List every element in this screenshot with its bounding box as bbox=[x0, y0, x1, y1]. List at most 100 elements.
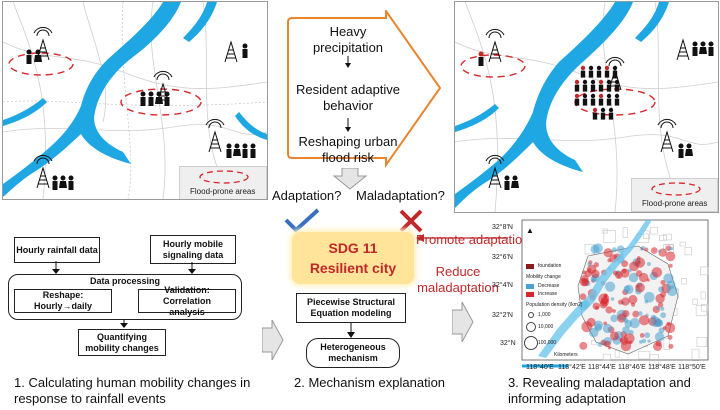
density-bubble bbox=[662, 326, 667, 330]
density-bubble bbox=[639, 340, 643, 344]
density-bubble bbox=[587, 268, 592, 273]
density-bubble bbox=[651, 267, 663, 278]
person-body bbox=[598, 98, 604, 106]
lat-tick: 32°6'N bbox=[492, 254, 513, 261]
density-bubble bbox=[603, 248, 613, 258]
density-bubble bbox=[589, 327, 599, 338]
density-bubble bbox=[637, 260, 641, 264]
mesh-cell bbox=[659, 235, 667, 241]
density-bubble bbox=[607, 258, 612, 263]
lat-tick: 32°8'N bbox=[492, 224, 513, 231]
person-body bbox=[608, 112, 614, 120]
mesh-cell bbox=[602, 228, 608, 234]
person-body bbox=[574, 84, 580, 92]
density-bubble bbox=[657, 302, 664, 308]
top-left-map-panel: Flood-prone areas bbox=[2, 1, 268, 200]
mesh-cell bbox=[700, 304, 709, 312]
density-bubble bbox=[668, 343, 674, 349]
density-bubble bbox=[668, 263, 673, 268]
density-bubble bbox=[611, 247, 617, 253]
lat-tick: 32°N bbox=[500, 340, 516, 347]
person-body bbox=[612, 70, 618, 78]
density-bubble bbox=[660, 306, 665, 311]
density-bubble bbox=[628, 272, 639, 283]
density-bubble bbox=[593, 320, 603, 330]
validation-box: Validation: Correlation analysis bbox=[138, 285, 236, 317]
density-bubble bbox=[632, 310, 640, 318]
density-bubble bbox=[660, 312, 667, 319]
person-head bbox=[590, 93, 596, 99]
density-bubble bbox=[644, 332, 651, 339]
legend-mobility-title: Mobility change bbox=[526, 274, 561, 280]
mesh-cell bbox=[591, 340, 597, 346]
density-bubble bbox=[622, 310, 630, 318]
density-bubble bbox=[598, 293, 610, 305]
density-bubble bbox=[666, 285, 678, 297]
right-arrow-1 bbox=[262, 320, 284, 360]
density-bubble bbox=[605, 281, 616, 292]
lat-tick: 32°2'N bbox=[492, 312, 513, 319]
person-body bbox=[614, 84, 620, 92]
density-bubble bbox=[590, 244, 600, 254]
legend-size-1: 1,000 bbox=[538, 312, 551, 318]
density-bubble bbox=[646, 261, 651, 267]
density-bubble bbox=[612, 309, 616, 313]
maladaptation-question: Maladaptation? bbox=[356, 188, 445, 203]
density-bubble bbox=[616, 245, 625, 253]
density-bubble bbox=[622, 326, 630, 334]
red-arrow bbox=[416, 234, 508, 242]
density-bubble bbox=[618, 299, 624, 305]
signal-tower-icon bbox=[33, 26, 238, 189]
person-body bbox=[596, 70, 602, 78]
mesh-cell bbox=[691, 348, 700, 361]
legend-scale: Kilometers bbox=[554, 352, 578, 358]
density-bubble bbox=[579, 293, 587, 301]
person-body bbox=[582, 84, 588, 92]
density-bubble bbox=[586, 317, 596, 327]
density-bubble bbox=[610, 314, 618, 323]
mesh-cell bbox=[663, 338, 670, 350]
density-bubble bbox=[614, 271, 623, 279]
person-body bbox=[590, 84, 596, 92]
result-map bbox=[521, 219, 709, 368]
density-bubble bbox=[635, 282, 645, 293]
people-icon bbox=[478, 41, 714, 66]
person-head bbox=[612, 65, 618, 71]
person-head bbox=[614, 93, 620, 99]
person-body bbox=[614, 98, 620, 106]
density-bubble bbox=[623, 317, 629, 324]
top-right-map bbox=[455, 2, 718, 212]
people-icon bbox=[504, 143, 693, 190]
density-bubble bbox=[602, 323, 613, 334]
right-arrow-2 bbox=[452, 302, 474, 342]
flood-legend-box: Flood-prone areas bbox=[631, 178, 718, 212]
person-head bbox=[590, 79, 596, 85]
promote-adaptation-label: Promote adaptation bbox=[416, 232, 530, 247]
lon-tick: 118°48'E bbox=[648, 364, 676, 371]
density-bubble bbox=[665, 251, 676, 262]
sdg-subtitle: Resilient city bbox=[309, 260, 397, 276]
density-bubble bbox=[667, 334, 673, 340]
mobile-box: Hourly mobile signaling data bbox=[150, 235, 236, 264]
person-head bbox=[614, 79, 620, 85]
lon-tick: 118°44'E bbox=[588, 364, 616, 371]
density-bubble bbox=[656, 306, 660, 310]
density-bubble bbox=[595, 305, 599, 310]
density-bubble bbox=[660, 279, 666, 285]
sdg-box: SDG 11 Resilient city bbox=[292, 232, 414, 284]
quantifying-box: Quantifying mobility changes bbox=[78, 329, 166, 356]
mesh-cell bbox=[700, 266, 709, 276]
density-bubble bbox=[604, 340, 611, 348]
flood-legend-box: Flood-prone areas bbox=[179, 166, 267, 199]
density-bubble bbox=[643, 291, 655, 303]
size-marker bbox=[528, 312, 534, 318]
caption-3: 3. Revealing maladaptation and informing… bbox=[508, 375, 691, 406]
person-body bbox=[606, 98, 612, 106]
person-body bbox=[588, 70, 594, 78]
mesh-cell bbox=[700, 291, 706, 300]
density-bubble bbox=[628, 294, 638, 305]
flood-legend-label: Flood-prone areas bbox=[642, 199, 708, 208]
person-head bbox=[582, 93, 588, 99]
person-head bbox=[608, 107, 614, 113]
person-body bbox=[580, 70, 586, 78]
